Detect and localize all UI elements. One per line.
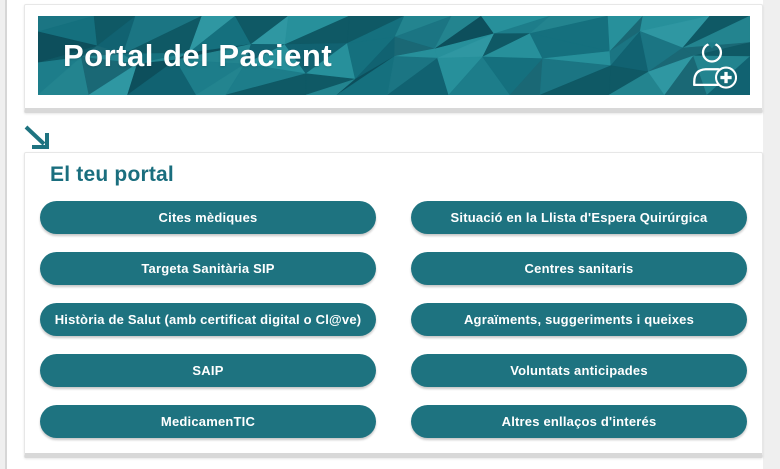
- portal-button-llista-espera-quirurgica[interactable]: Situació en la Llista d'Espera Quirúrgic…: [411, 201, 747, 234]
- portal-button-saip[interactable]: SAIP: [40, 354, 376, 387]
- diagonal-arrow-icon: [23, 124, 53, 152]
- portal-button-targeta-sanitaria-sip[interactable]: Targeta Sanitària SIP: [40, 252, 376, 285]
- portal-button-altres-enllacos-interes[interactable]: Altres enllaços d'interés: [411, 405, 747, 438]
- banner-card: Portal del Pacient: [24, 4, 763, 113]
- portal-button-cites-mediques[interactable]: Cites mèdiques: [40, 201, 376, 234]
- portal-button-voluntats-anticipades[interactable]: Voluntats anticipades: [411, 354, 747, 387]
- page: Portal del Pacient El teu portal Cites m…: [7, 0, 763, 469]
- portal-button-historia-de-salut[interactable]: Història de Salut (amb certificat digita…: [40, 303, 376, 336]
- patient-add-icon: [693, 42, 737, 89]
- banner-title: Portal del Pacient: [63, 37, 333, 73]
- portal-button-centres-sanitaris[interactable]: Centres sanitaris: [411, 252, 747, 285]
- portal-button-grid: Cites mèdiques Situació en la Llista d'E…: [38, 201, 749, 438]
- portal-card: El teu portal Cites mèdiques Situació en…: [24, 152, 763, 458]
- banner-pattern: [38, 16, 750, 95]
- portal-button-agraiments-suggeriments-queixes[interactable]: Agraïments, suggeriments i queixes: [411, 303, 747, 336]
- portal-heading: El teu portal: [50, 163, 174, 186]
- hair-notch: [706, 42, 718, 49]
- banner: Portal del Pacient: [38, 16, 750, 95]
- portal-button-medicamentic[interactable]: MedicamenTIC: [40, 405, 376, 438]
